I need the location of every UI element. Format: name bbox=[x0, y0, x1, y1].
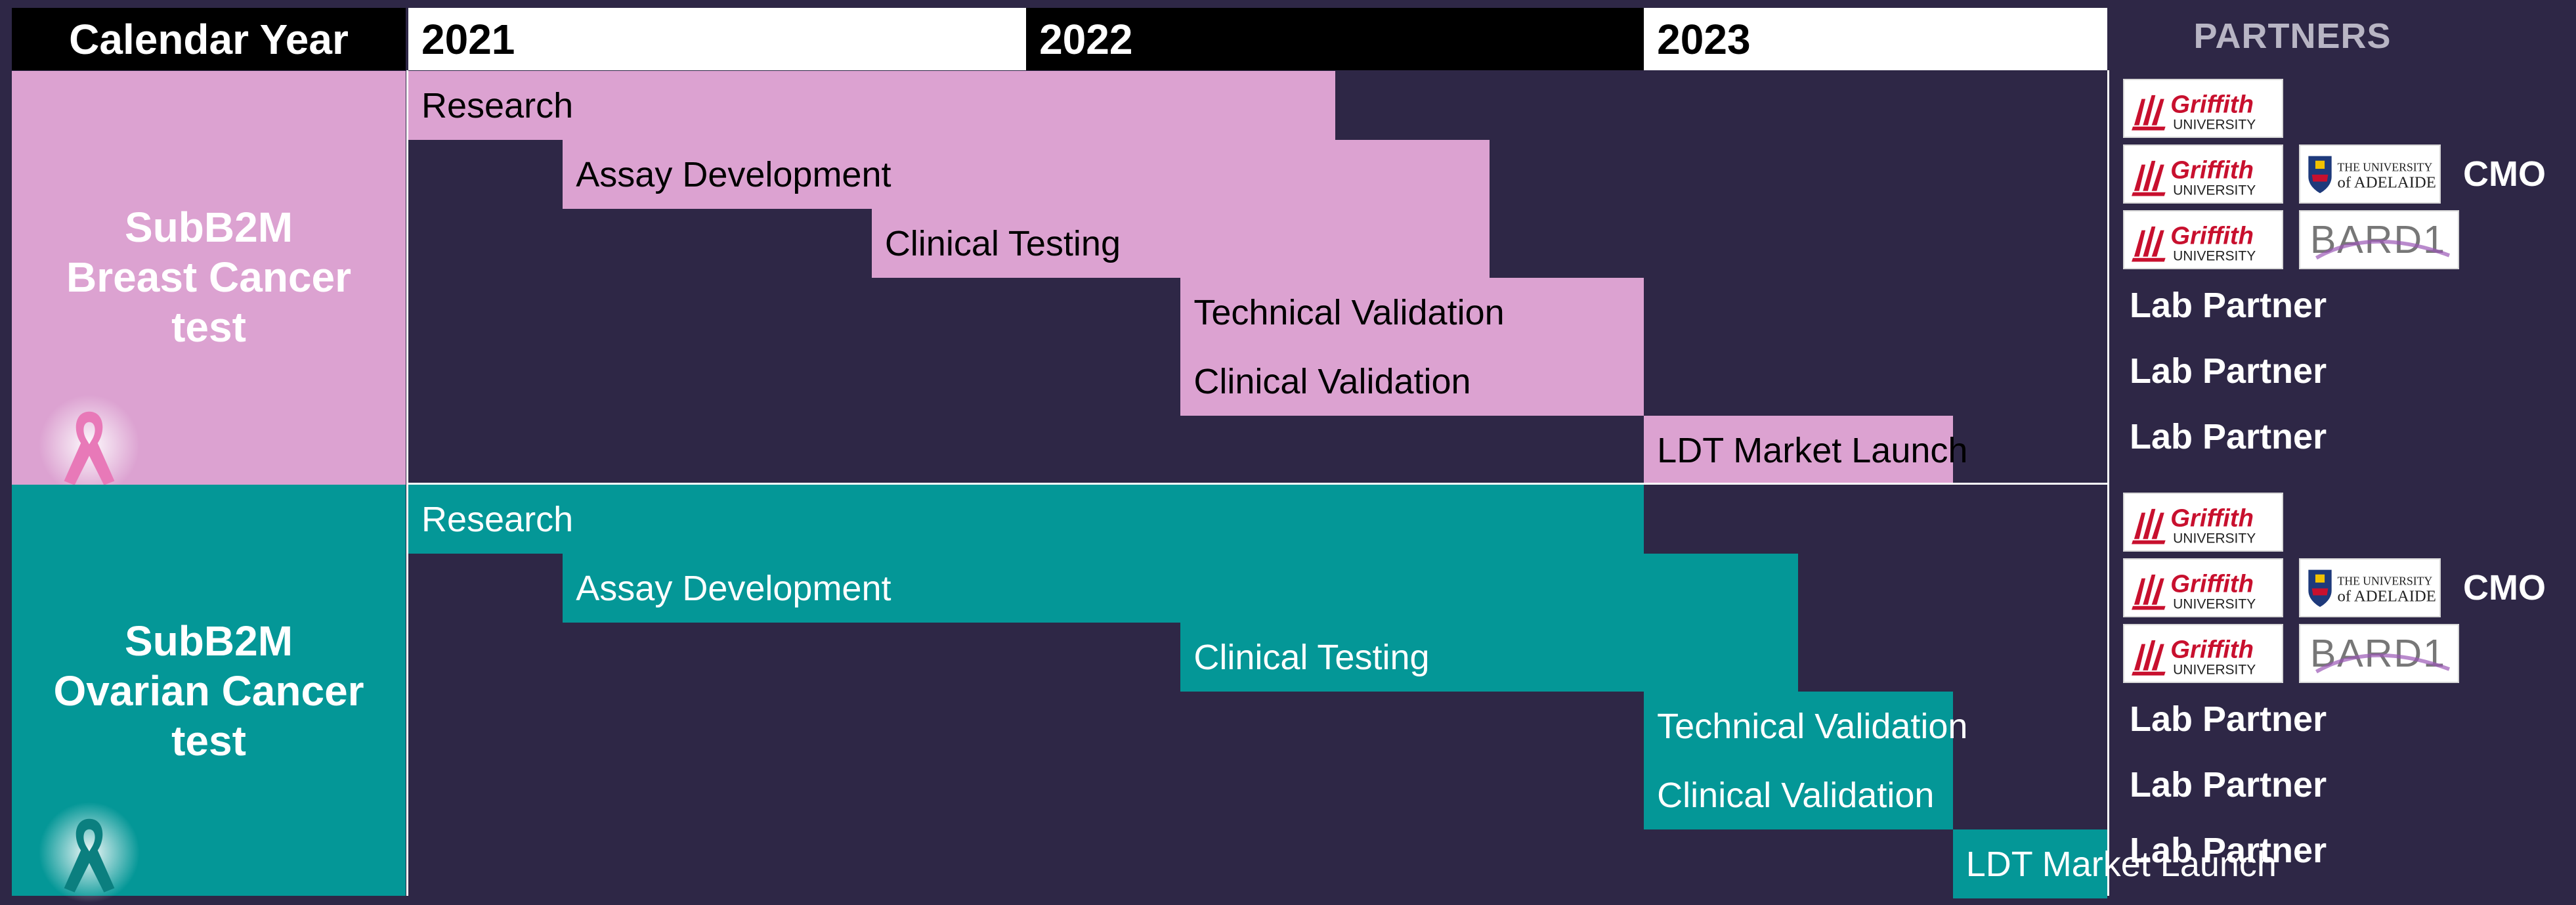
task-label: Clinical Validation bbox=[1657, 775, 1935, 815]
pink-ribbon-icon bbox=[39, 395, 140, 496]
task-label: Clinical Testing bbox=[1193, 637, 1430, 677]
task-bar: LDT Market Launch bbox=[1952, 829, 2277, 898]
teal-ribbon-icon bbox=[39, 802, 140, 903]
task-bar: Clinical Testing bbox=[871, 209, 1490, 278]
partner-lab-label: Lab Partner bbox=[2130, 831, 2327, 870]
svg-text:of ADELAIDE: of ADELAIDE bbox=[2338, 173, 2436, 191]
task-label: Assay Development bbox=[576, 568, 891, 608]
calendar-year-header: Calendar Year bbox=[12, 8, 406, 70]
partner-lab-label: Lab Partner bbox=[2130, 351, 2327, 391]
product-title-line: Breast Cancer bbox=[66, 254, 351, 301]
task-bar: Research bbox=[408, 71, 1335, 140]
partners-title: PARTNERS bbox=[2193, 16, 2392, 56]
task-label: Assay Development bbox=[576, 154, 891, 194]
svg-text:THE UNIVERSITY: THE UNIVERSITY bbox=[2338, 161, 2433, 174]
svg-text:of ADELAIDE: of ADELAIDE bbox=[2338, 587, 2436, 605]
task-label: Technical Validation bbox=[1193, 292, 1505, 332]
timeline-right-border bbox=[2107, 70, 2109, 896]
svg-text:BARD1: BARD1 bbox=[2310, 631, 2446, 675]
product-title-line: SubB2M bbox=[125, 204, 293, 251]
product-title-line: Ovarian Cancer bbox=[53, 667, 364, 715]
svg-text:THE UNIVERSITY: THE UNIVERSITY bbox=[2338, 575, 2433, 588]
svg-text:UNIVERSITY: UNIVERSITY bbox=[2173, 531, 2256, 546]
task-label: Clinical Validation bbox=[1193, 361, 1471, 401]
svg-text:Griffith: Griffith bbox=[2170, 636, 2254, 664]
partner-cmo-label: CMO bbox=[2463, 568, 2546, 607]
year-header-2023: 2023 bbox=[1644, 8, 2107, 70]
product-title-line: SubB2M bbox=[125, 617, 293, 665]
year-header-2022: 2022 bbox=[1026, 8, 1644, 70]
year-header-2021: 2021 bbox=[408, 8, 1027, 70]
task-bar: Assay Development bbox=[563, 140, 1490, 209]
task-bar: Clinical Testing bbox=[1180, 623, 1799, 692]
task-bar: Technical Validation bbox=[1180, 278, 1644, 347]
svg-text:BARD1: BARD1 bbox=[2310, 217, 2446, 261]
svg-text:Griffith: Griffith bbox=[2170, 570, 2254, 598]
task-bar: Assay Development bbox=[563, 554, 1799, 623]
task-bar: Research bbox=[408, 485, 1644, 554]
svg-text:UNIVERSITY: UNIVERSITY bbox=[2173, 183, 2256, 198]
svg-text:UNIVERSITY: UNIVERSITY bbox=[2173, 597, 2256, 612]
product-title-line: test bbox=[171, 303, 246, 351]
svg-text:UNIVERSITY: UNIVERSITY bbox=[2173, 249, 2256, 264]
timeline-left-border bbox=[406, 70, 408, 896]
task-label: Research bbox=[421, 85, 574, 125]
partner-lab-label: Lab Partner bbox=[2130, 765, 2327, 805]
task-bar: LDT Market Launch bbox=[1644, 416, 1967, 485]
bard1-logo: BARD1 bbox=[2299, 210, 2459, 269]
task-label: Clinical Testing bbox=[884, 223, 1121, 263]
svg-text:Griffith: Griffith bbox=[2170, 156, 2254, 185]
partner-cmo-label: CMO bbox=[2463, 154, 2546, 194]
task-label: LDT Market Launch bbox=[1657, 430, 1968, 470]
svg-text:UNIVERSITY: UNIVERSITY bbox=[2173, 663, 2256, 678]
group-divider bbox=[408, 483, 2107, 485]
svg-text:UNIVERSITY: UNIVERSITY bbox=[2173, 118, 2256, 133]
partner-lab-label: Lab Partner bbox=[2130, 417, 2327, 456]
svg-text:Griffith: Griffith bbox=[2170, 222, 2254, 250]
task-bar: Technical Validation bbox=[1644, 692, 1967, 761]
task-label: Research bbox=[421, 499, 574, 539]
task-bar: Clinical Validation bbox=[1180, 347, 1644, 416]
partner-lab-label: Lab Partner bbox=[2130, 699, 2327, 739]
svg-text:Griffith: Griffith bbox=[2170, 504, 2254, 533]
task-label: LDT Market Launch bbox=[1965, 844, 2277, 884]
svg-text:Griffith: Griffith bbox=[2170, 91, 2254, 119]
partner-lab-label: Lab Partner bbox=[2130, 286, 2327, 325]
product-title-line: test bbox=[171, 717, 246, 764]
task-label: Technical Validation bbox=[1657, 706, 1968, 746]
task-bar: Clinical Validation bbox=[1644, 761, 1953, 829]
bard1-logo: BARD1 bbox=[2299, 624, 2459, 683]
